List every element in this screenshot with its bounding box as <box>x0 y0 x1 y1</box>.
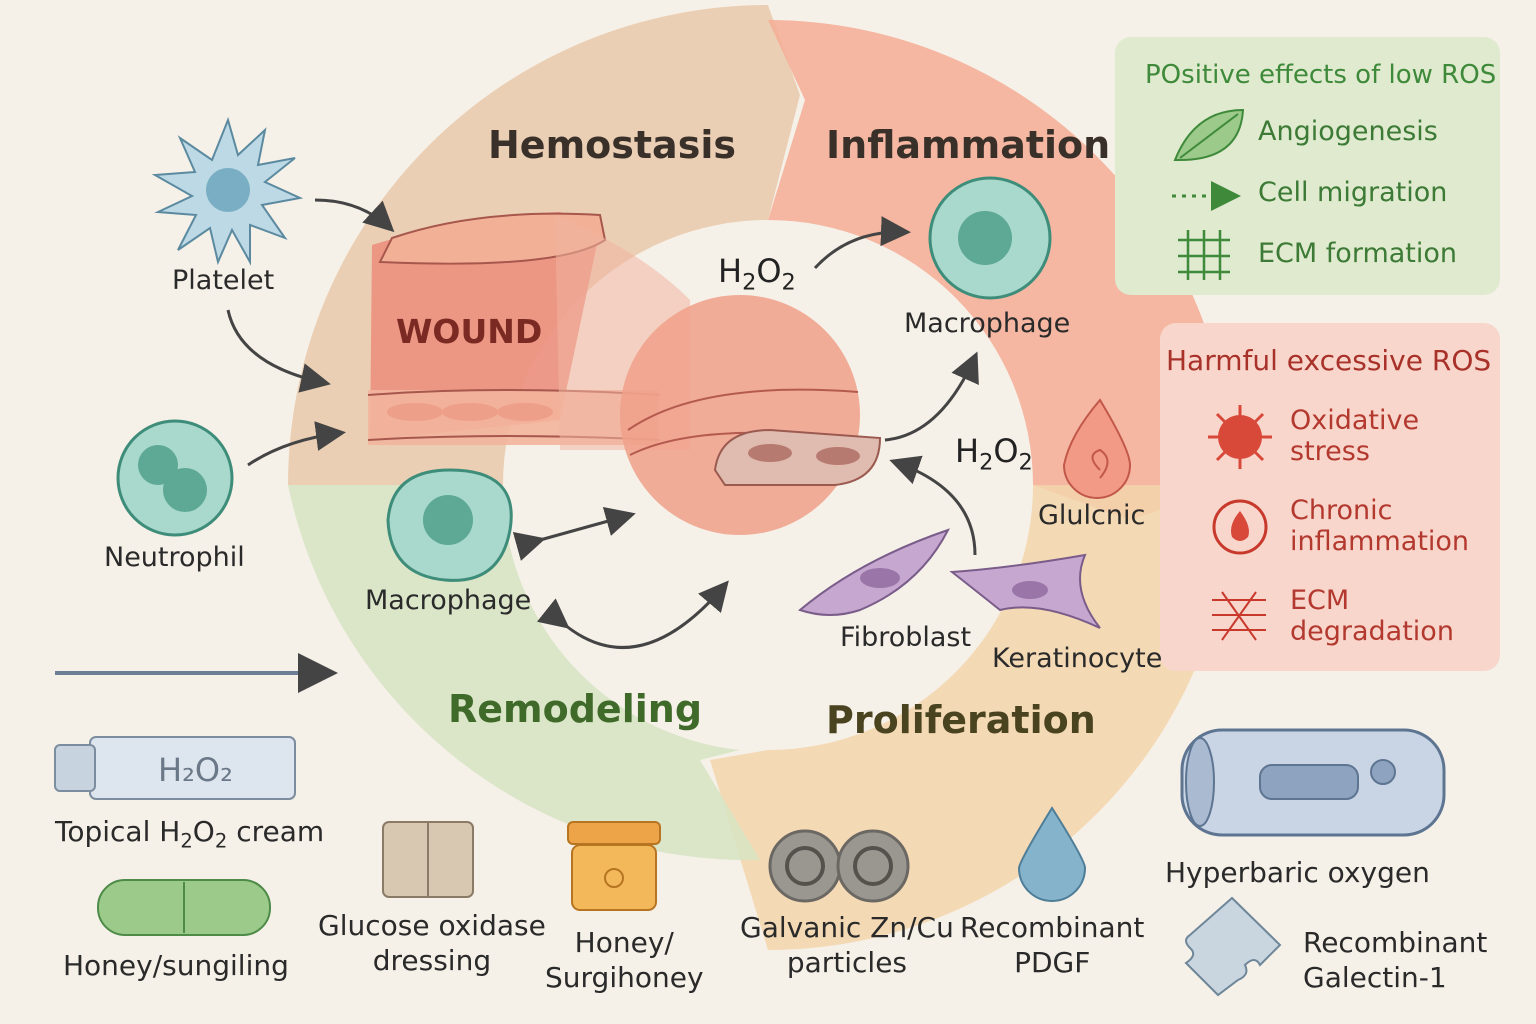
neutrophil-label: Neutrophil <box>104 542 245 573</box>
positive-effects-title: POsitive effects of low ROS <box>1145 60 1497 90</box>
positive-effects-box <box>1115 37 1500 295</box>
harmful-effects-title: Harmful excessive ROS <box>1166 344 1492 377</box>
grid-icon <box>1178 230 1230 280</box>
galvanic-particles-icon <box>768 829 910 903</box>
harmful-effects-box <box>1160 323 1500 671</box>
ecm-degradation-icon <box>1212 591 1266 641</box>
h2o2-right-label: H2O2 <box>955 432 1033 476</box>
phase-proliferation: Proliferation <box>826 698 1096 742</box>
glulcnic-drop <box>1062 398 1132 499</box>
tube-label: H₂O₂ <box>158 751 233 789</box>
proliferation-segment <box>710 485 1233 950</box>
phase-hemostasis: Hemostasis <box>488 123 736 167</box>
flow-arrows <box>226 198 979 649</box>
macrophage-bottom-label: Macrophage <box>365 585 532 616</box>
remodeling-segment <box>288 485 760 861</box>
leaf-icon <box>1173 108 1245 161</box>
therapy-topical-h2o2: Topical H2O2 cream <box>55 815 325 853</box>
macrophage-top-label: Macrophage <box>904 308 1071 339</box>
macrophage-top-cell <box>928 176 1052 300</box>
honey-pill-icon <box>97 879 271 936</box>
therapy-honey-surgihoney: Honey/Surgihoney <box>545 926 704 994</box>
hyperbaric-chamber-icon <box>1180 728 1446 837</box>
phase-remodeling: Remodeling <box>448 687 703 731</box>
h2o2-top-label: H2O2 <box>718 252 796 296</box>
positive-ecm-formation: ECM formation <box>1258 238 1458 269</box>
fibroblast-label: Fibroblast <box>840 622 972 653</box>
therapy-hyperbaric: Hyperbaric oxygen <box>1165 856 1430 889</box>
flame-icon <box>1212 499 1268 555</box>
h2o2-tube-icon <box>54 736 296 800</box>
positive-angiogenesis: Angiogenesis <box>1258 116 1438 147</box>
dressing-icon <box>382 821 474 898</box>
fibroblast-cell <box>797 528 951 616</box>
phase-inflammation: Inflammation <box>826 123 1111 167</box>
water-drop-icon <box>1017 806 1087 902</box>
positive-cell-migration: Cell migration <box>1258 177 1448 208</box>
virus-icon <box>1208 405 1272 469</box>
honey-jar-icon <box>567 821 661 911</box>
neutrophil-cell <box>116 419 234 537</box>
platelet-label: Platelet <box>172 265 275 296</box>
macrophage-bottom-cell <box>386 468 513 582</box>
therapy-honey-sungiling: Honey/sungiling <box>63 949 289 982</box>
puzzle-icon <box>1184 896 1282 997</box>
keratinocyte-cell <box>949 553 1101 629</box>
wound-tissue <box>367 212 882 535</box>
glulcnic-label: Glulcnic <box>1038 500 1146 531</box>
platelet-cell <box>151 116 304 266</box>
keratinocyte-label: Keratinocyte <box>992 643 1163 674</box>
wound-label: WOUND <box>396 312 543 351</box>
